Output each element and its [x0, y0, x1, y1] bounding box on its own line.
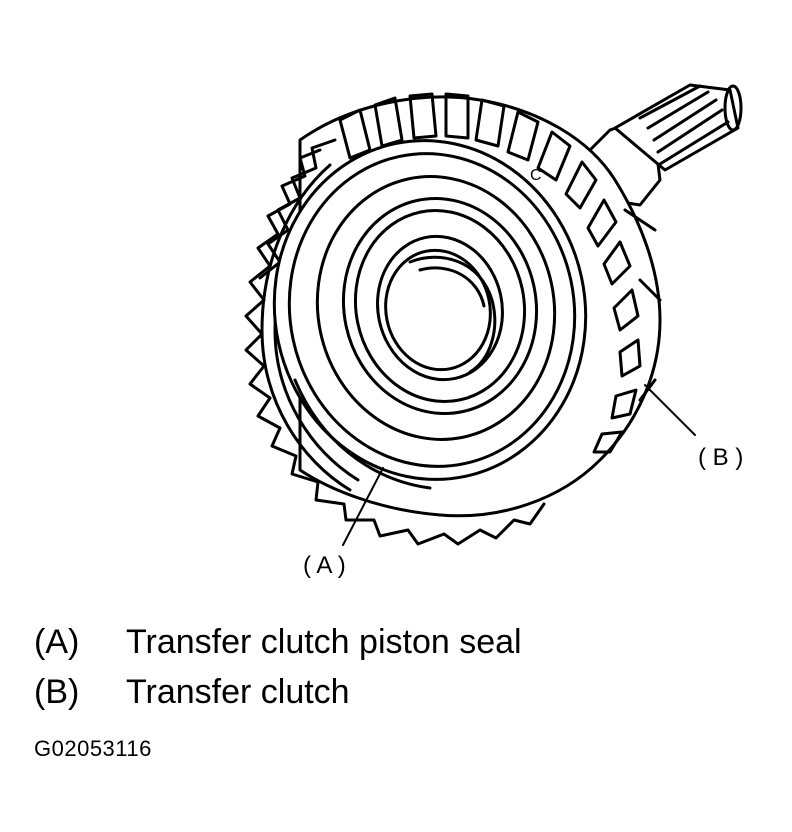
callout-b: ( B ) [698, 444, 743, 471]
leader-line-b [644, 384, 696, 436]
legend-text-a: Transfer clutch piston seal [126, 623, 522, 661]
legend-row-a: (A) Transfer clutch piston seal [34, 622, 522, 662]
hub-bore [376, 234, 504, 382]
legend-code-a: (A) [34, 623, 80, 661]
piston-seal-edge [293, 378, 432, 490]
callout-a: ( A ) [303, 552, 346, 579]
figure-id: G02053116 [34, 736, 152, 761]
legend-row-b: (B) Transfer clutch [34, 672, 350, 712]
svg-text:C: C [530, 167, 542, 184]
piston-face [272, 139, 588, 481]
leader-line-a [342, 467, 384, 546]
legend-text-b: Transfer clutch [126, 673, 350, 711]
legend-code-b: (B) [34, 673, 80, 711]
transfer-clutch-illustration: C ( A ) ( [244, 83, 743, 579]
